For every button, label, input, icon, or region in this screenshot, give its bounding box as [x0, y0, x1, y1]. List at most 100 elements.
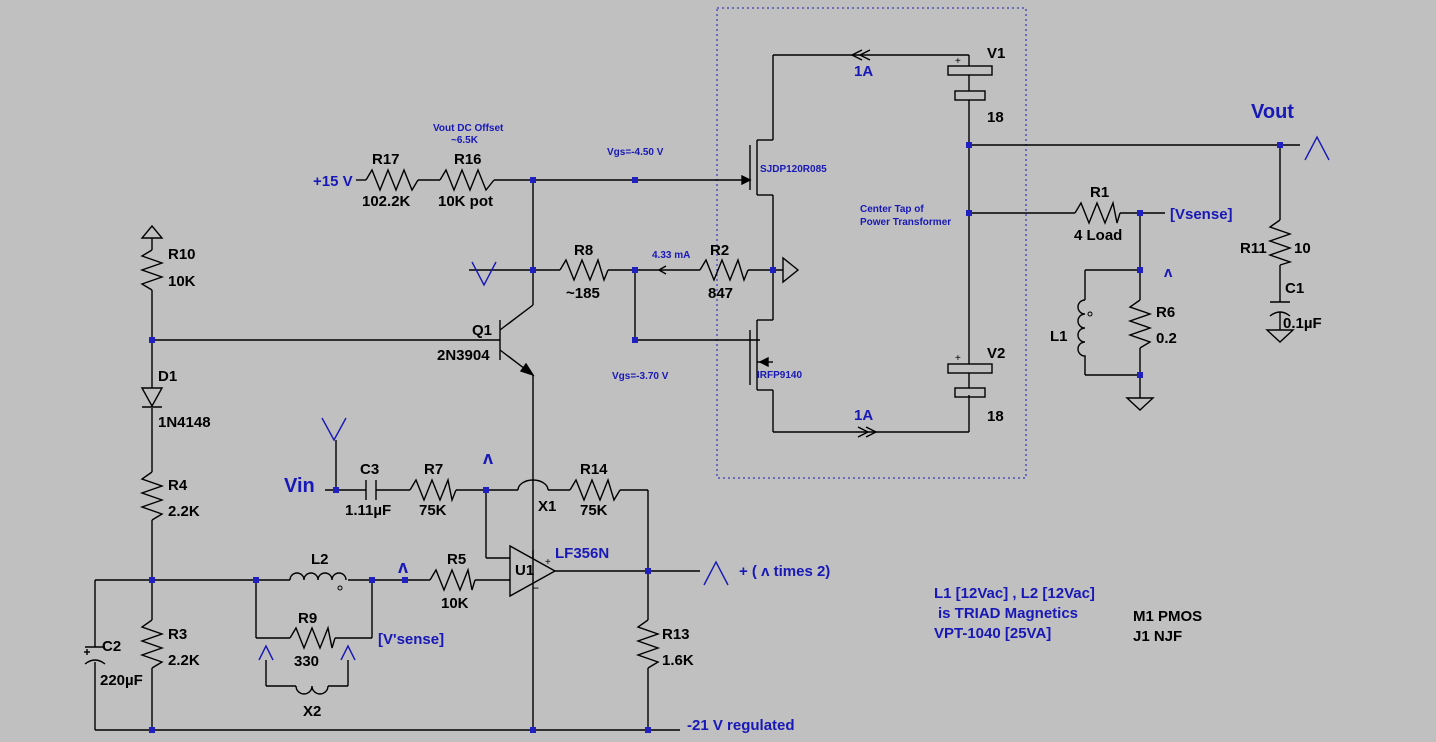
l1-dot [1087, 311, 1093, 317]
caret-label: ʌ [483, 448, 493, 468]
current-label-2: 1A [854, 407, 873, 424]
caret-label: ʌ [398, 557, 408, 577]
mosfet-bottom-value: IRFP9140 [757, 370, 802, 381]
notes-m1: M1 PMOS [1133, 608, 1202, 625]
notes-triad-1: L1 [12Vac] , L2 [12Vac] [934, 585, 1095, 602]
ctap-note-2: Power Transformer [860, 217, 951, 228]
r14-ref: R14 [580, 461, 608, 478]
c2-ref: C2 [102, 638, 121, 655]
notes-triad-2: is TRIAD Magnetics [938, 605, 1078, 622]
r5-value: 10K [441, 595, 469, 612]
v2-symbol: + [947, 353, 993, 398]
wires [94, 54, 1300, 731]
mosfet-top-symbol [741, 139, 773, 196]
mosfet-top-value: SJDP120R085 [760, 164, 827, 175]
l2-dot [337, 585, 343, 591]
ground-symbol [782, 256, 800, 284]
junctions [149, 142, 1283, 733]
output-up-arrow [703, 560, 729, 586]
r6-ref: R6 [1156, 304, 1175, 321]
vsense-label: [Vsense] [1170, 206, 1233, 223]
l2-ref: L2 [311, 551, 329, 568]
q1-symbol [499, 304, 535, 377]
times2-label: + ( ʌ times 2) [739, 563, 830, 580]
x2-right-up-arrow [340, 644, 356, 661]
offset-note-1: Vout DC Offset [433, 123, 504, 134]
notes-j1: J1 NJF [1133, 628, 1182, 645]
vprimesense-label: [V'sense] [378, 631, 444, 648]
r4-symbol [139, 471, 165, 521]
v1-symbol: + [947, 56, 993, 101]
r6-symbol [1127, 299, 1153, 349]
c3-ref: C3 [360, 461, 379, 478]
x1-symbol [517, 479, 549, 491]
r2-current-note: 4.33 mA [652, 250, 690, 261]
d1-value: 1N4148 [158, 414, 211, 431]
vout-label: Vout [1251, 101, 1294, 123]
x1-ref: X1 [538, 498, 556, 515]
r17-symbol [365, 168, 419, 192]
r14-value: 75K [580, 502, 608, 519]
r4-value: 2.2K [168, 503, 200, 520]
u1-symbol: + − [509, 544, 557, 598]
u1-ref: U1 [515, 562, 534, 579]
c2-symbol [84, 646, 106, 665]
r10-symbol [139, 249, 165, 291]
r5-ref: R5 [447, 551, 466, 568]
c1-symbol [1269, 301, 1291, 317]
r2-ref: R2 [710, 242, 729, 259]
r4-ref: R4 [168, 477, 188, 494]
caret-label: ʌ [1164, 264, 1173, 281]
c2-value: 220µF [100, 672, 143, 689]
neg21-label: -21 V regulated [687, 717, 795, 734]
r13-value: 1.6K [662, 652, 694, 669]
r16-ref: R16 [454, 151, 482, 168]
r2-value: 847 [708, 285, 733, 302]
svg-text:−: − [532, 581, 539, 595]
v2-ref: V2 [987, 345, 1005, 362]
r16-value: 10K pot [438, 193, 493, 210]
d1-symbol [140, 387, 164, 408]
offset-note-2: ~6.5K [451, 135, 479, 146]
r3-symbol [139, 619, 165, 669]
ground-symbol [140, 224, 164, 239]
r11-value: 10 [1294, 240, 1311, 257]
notes-triad-3: VPT-1040 [25VA] [934, 625, 1051, 642]
r7-symbol [409, 477, 457, 503]
r1-ref: R1 [1090, 184, 1109, 201]
c3-symbol [365, 480, 377, 500]
l1-symbol [1077, 299, 1086, 360]
v2-value: 18 [987, 408, 1004, 425]
vgs-top-note: Vgs=-4.50 V [607, 147, 664, 158]
d1-ref: D1 [158, 368, 177, 385]
current-label-1: 1A [854, 63, 873, 80]
r17-ref: R17 [372, 151, 400, 168]
v1-value: 18 [987, 109, 1004, 126]
r8-symbol [559, 257, 609, 283]
c1-value: 0.1µF [1283, 315, 1322, 332]
current-arrows [657, 49, 878, 438]
c1-ref: C1 [1285, 280, 1304, 297]
r10-value: 10K [168, 273, 196, 290]
v1-ref: V1 [987, 45, 1005, 62]
v-down-arrow [471, 261, 497, 287]
x2-symbol [295, 685, 329, 695]
r14-symbol [569, 477, 621, 502]
r3-value: 2.2K [168, 652, 200, 669]
l1-ref: L1 [1050, 328, 1068, 345]
r16-symbol [439, 168, 495, 192]
r11-symbol [1267, 219, 1293, 266]
r9-value: 330 [294, 653, 319, 670]
r9-symbol [289, 625, 336, 650]
svg-text:+: + [955, 56, 961, 67]
r13-ref: R13 [662, 626, 690, 643]
r7-value: 75K [419, 502, 447, 519]
plus15-label: +15 V [313, 173, 353, 190]
x2-ref: X2 [303, 703, 321, 720]
l2-symbol [289, 572, 347, 581]
r3-ref: R3 [168, 626, 187, 643]
svg-text:+: + [545, 557, 551, 568]
r6-value: 0.2 [1156, 330, 1177, 347]
ground-symbol [1265, 329, 1295, 343]
